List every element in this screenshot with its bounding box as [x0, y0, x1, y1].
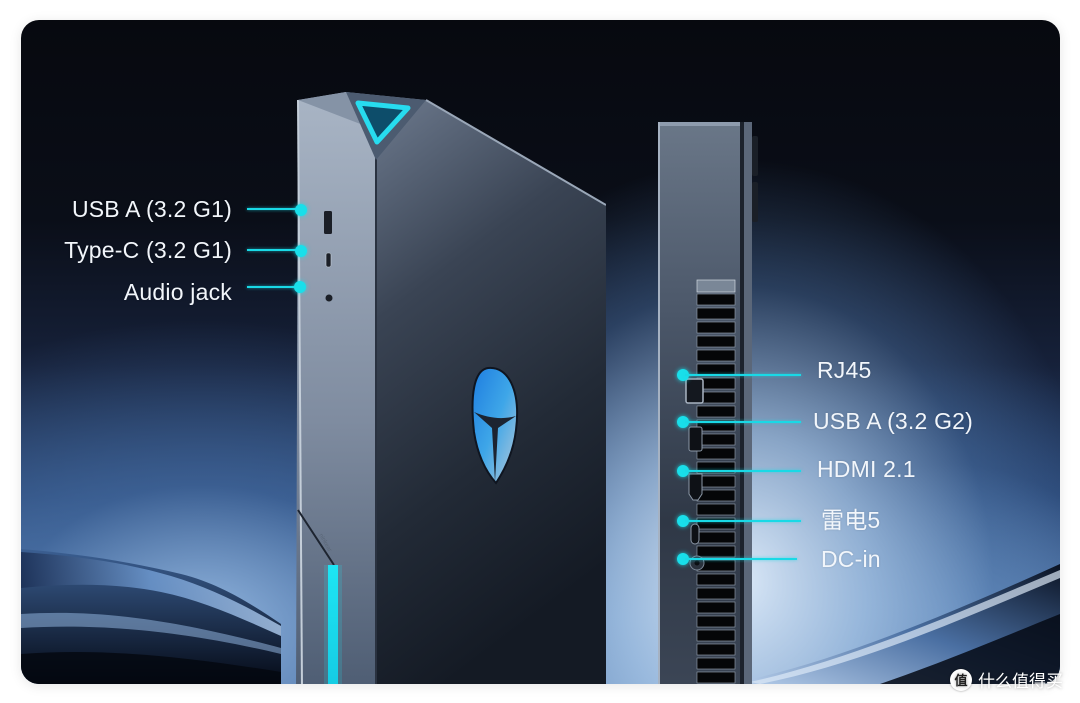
leader-line-thunderbolt	[685, 520, 801, 522]
silk-wave-left	[21, 549, 281, 684]
leader-line-rj45	[685, 374, 801, 376]
silk-wave-right	[730, 564, 1060, 684]
usb-a-port-marker	[295, 204, 307, 216]
watermark-badge-icon: 值	[950, 668, 972, 691]
usb-a-port-icon	[324, 211, 332, 234]
label-front-type-c: Type-C (3.2 G1)	[64, 237, 232, 263]
label-front-usb-a: USB A (3.2 G1)	[71, 196, 232, 222]
usb-c-port-marker	[295, 245, 307, 257]
label-rear-usb-a: USB A (3.2 G2)	[813, 408, 974, 434]
leader-line-hdmi	[685, 470, 801, 472]
label-rear-rj45: RJ45	[817, 357, 872, 383]
watermark-text: 什么值得买	[978, 672, 1063, 691]
audio-jack-marker	[294, 281, 306, 293]
mini-pc-tower-rear	[658, 122, 758, 684]
label-rear-thunderbolt: 雷电5	[821, 507, 881, 533]
label-rear-hdmi: HDMI 2.1	[817, 456, 916, 482]
smzdm-watermark: 值 什么值得买	[950, 667, 1063, 692]
product-image-card: ninkear	[21, 20, 1060, 684]
leader-line-front-type-c	[247, 249, 299, 251]
label-rear-dc-in: DC-in	[821, 546, 881, 572]
vent-grille	[696, 279, 736, 684]
leader-line-front-usb-a	[247, 208, 299, 210]
dc-in-port-marker	[677, 553, 689, 565]
label-front-audio-jack: Audio jack	[123, 279, 232, 305]
leader-line-front-audio	[247, 286, 299, 288]
mini-pc-tower-front: ninkear	[296, 92, 606, 684]
thunderbolt-port-marker	[677, 515, 689, 527]
ethernet-port-marker	[677, 369, 689, 381]
usb-a-rear-port-marker	[677, 416, 689, 428]
leader-line-dc-in	[685, 558, 797, 560]
hdmi-port-marker	[677, 465, 689, 477]
leader-line-rear-usb-a	[685, 421, 801, 423]
